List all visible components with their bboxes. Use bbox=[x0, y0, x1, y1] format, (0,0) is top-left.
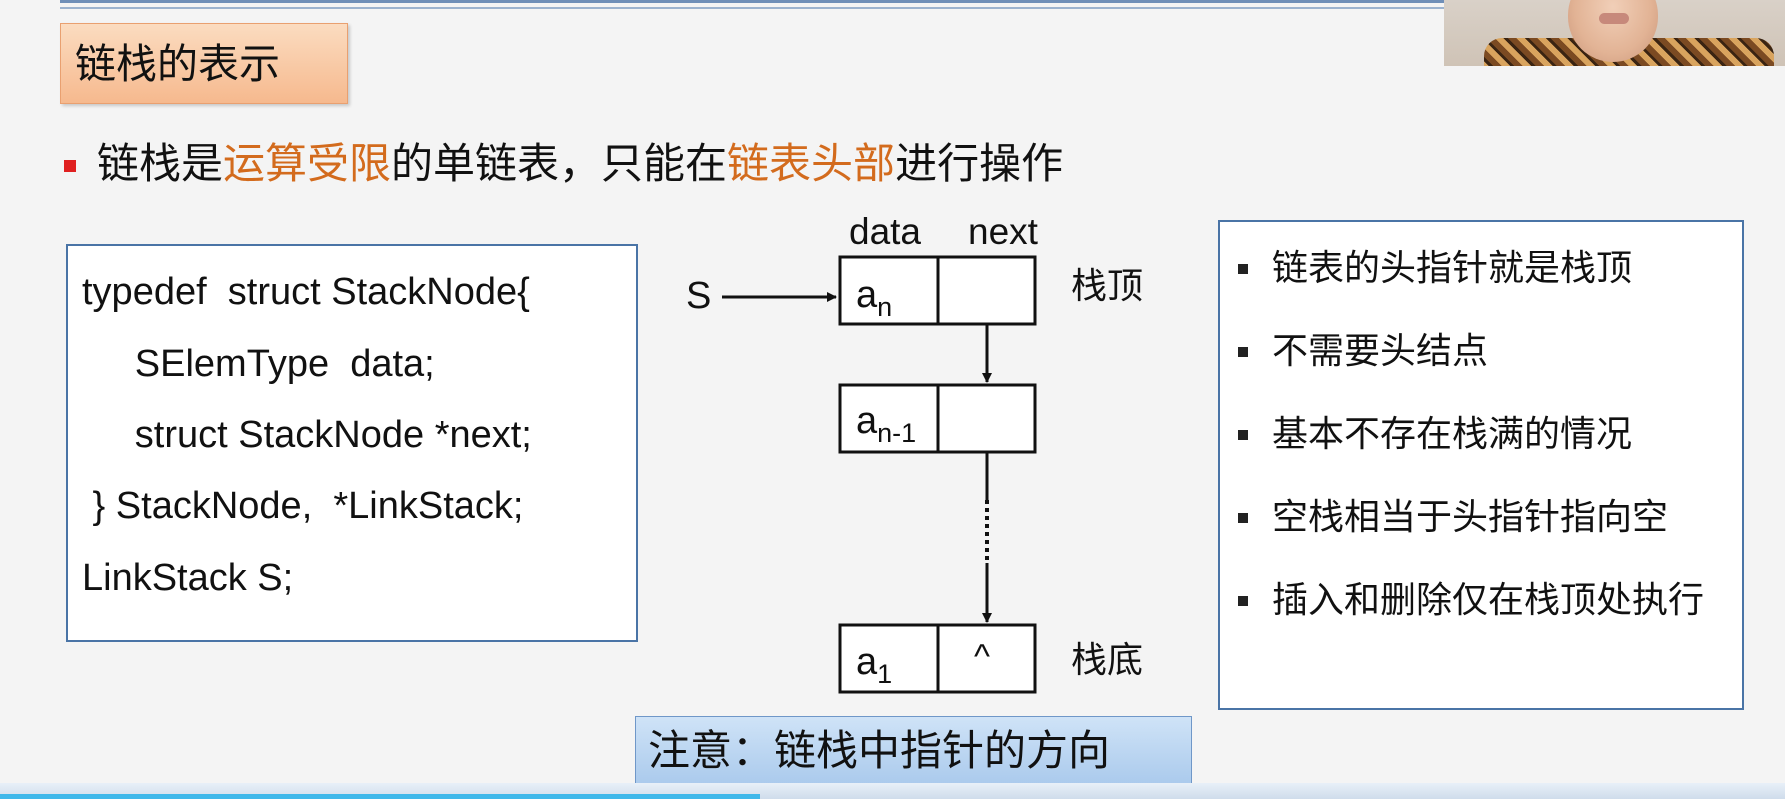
red-bullet-icon bbox=[64, 160, 76, 172]
code-line-2: SElemType data; bbox=[82, 343, 435, 385]
top-rule-thin bbox=[60, 7, 1445, 9]
top-rule bbox=[60, 0, 1445, 3]
note-bullet-icon bbox=[1238, 347, 1248, 357]
note-bullet-icon bbox=[1238, 264, 1248, 274]
intro-highlight-2: 链表头部 bbox=[727, 139, 896, 188]
attention-box: 注意：链栈中指针的方向 bbox=[635, 716, 1192, 788]
note-text-1: 链表的头指针就是栈顶 bbox=[1272, 248, 1633, 289]
code-line-1: typedef struct StackNode{ bbox=[82, 271, 530, 313]
node-bottom-base: a bbox=[856, 641, 878, 683]
null-pointer-symbol: ^ bbox=[974, 638, 990, 676]
note-item-4: 空栈相当于头指针指向空 bbox=[1238, 478, 1708, 558]
note-bullet-icon bbox=[1238, 596, 1248, 606]
pointer-s-label: S bbox=[686, 275, 711, 317]
intro-part-3: 进行操作 bbox=[895, 139, 1064, 188]
presenter-mouth bbox=[1599, 13, 1629, 24]
note-bullet-icon bbox=[1238, 513, 1248, 523]
node-top-subscript: n bbox=[877, 292, 892, 322]
intro-text: 链栈是运算受限的单链表，只能在链表头部进行操作 bbox=[97, 135, 1063, 193]
node-bottom-subscript: 1 bbox=[877, 659, 892, 689]
node-top-base: a bbox=[856, 274, 878, 316]
intro-highlight-1: 运算受限 bbox=[223, 139, 392, 188]
slide-title-box: 链栈的表示 bbox=[60, 23, 348, 104]
note-item-1: 链表的头指针就是栈顶 bbox=[1238, 229, 1708, 309]
code-line-4: } StackNode, *LinkStack; bbox=[82, 485, 524, 527]
intro-part-1: 链栈是 bbox=[97, 139, 224, 188]
stack-bottom-label: 栈底 bbox=[1071, 640, 1143, 681]
notes-box: 链表的头指针就是栈顶 不需要头结点 基本不存在栈满的情况 空栈相当于头指针指向空… bbox=[1218, 220, 1744, 710]
note-text-5: 插入和删除仅在栈顶处执行 bbox=[1272, 580, 1705, 621]
node-second-base: a bbox=[856, 400, 878, 442]
node-top-value: an bbox=[856, 274, 892, 322]
note-item-3: 基本不存在栈满的情况 bbox=[1238, 395, 1708, 475]
stack-top-label: 栈顶 bbox=[1071, 266, 1143, 307]
header-next-label: next bbox=[968, 211, 1039, 252]
note-text-3: 基本不存在栈满的情况 bbox=[1272, 414, 1633, 455]
code-line-5: LinkStack S; bbox=[82, 557, 294, 599]
note-bullet-icon bbox=[1238, 430, 1248, 440]
node-bottom-value: a1 bbox=[856, 641, 892, 689]
header-data-label: data bbox=[849, 211, 921, 252]
slide-title: 链栈的表示 bbox=[75, 40, 280, 88]
note-item-2: 不需要头结点 bbox=[1238, 312, 1708, 392]
node-second-value: an-1 bbox=[856, 400, 916, 448]
presenter-video bbox=[1444, 0, 1785, 66]
note-item-5: 插入和删除仅在栈顶处执行 bbox=[1238, 561, 1708, 641]
note-text-4: 空栈相当于头指针指向空 bbox=[1272, 497, 1669, 538]
code-box: typedef struct StackNode{ SElemType data… bbox=[66, 244, 638, 642]
intro-part-2: 的单链表，只能在 bbox=[391, 139, 728, 188]
code-line-3: struct StackNode *next; bbox=[82, 414, 532, 456]
attention-text: 注意：链栈中指针的方向 bbox=[648, 726, 1111, 775]
node-second-subscript: n-1 bbox=[877, 418, 916, 448]
note-text-2: 不需要头结点 bbox=[1272, 331, 1489, 372]
video-progress-bar bbox=[0, 794, 760, 799]
